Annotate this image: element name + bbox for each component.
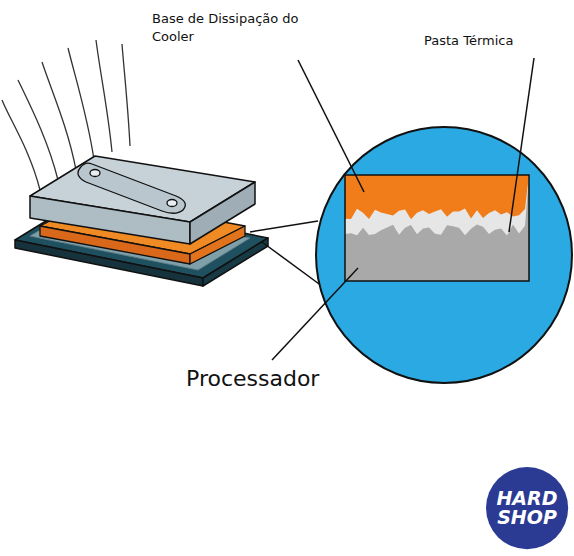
logo-text: HARD SHOP	[494, 489, 560, 527]
part-label: Pasta Térmica	[424, 32, 570, 50]
part-label: Base de Dissipação do Cooler	[152, 10, 304, 45]
cooler-base	[30, 156, 255, 244]
zoom-circle	[316, 127, 572, 383]
logo-badge: HARD SHOP	[485, 466, 569, 550]
section-border	[345, 175, 529, 281]
layer-section	[345, 175, 529, 281]
logo-disc	[486, 467, 568, 549]
part-label: Processador	[186, 364, 386, 394]
retention-clip	[78, 163, 185, 213]
leader-lines	[272, 58, 534, 360]
